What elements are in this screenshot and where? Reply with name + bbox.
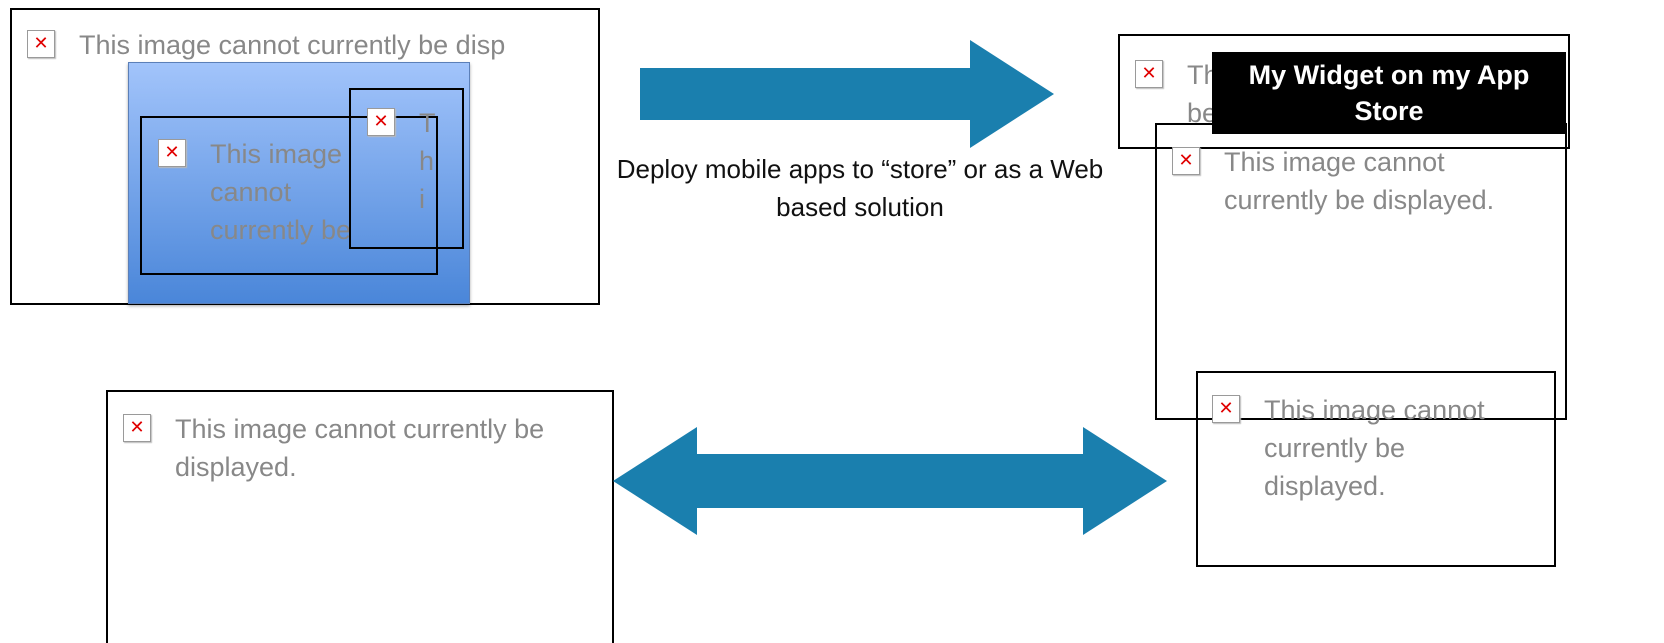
image-placeholder-inner-wide: ✕ This image cannot currently be xyxy=(158,135,368,250)
inner-frame-narrow xyxy=(349,88,464,249)
app-store-label: My Widget on my App Store xyxy=(1212,52,1566,134)
broken-image-icon: ✕ xyxy=(367,108,395,136)
broken-image-icon: ✕ xyxy=(123,414,151,442)
image-placeholder-right-tall: ✕ This image cannot currently be display… xyxy=(1172,143,1552,219)
image-placeholder-top-left: ✕ This image cannot currently be disp xyxy=(27,26,547,102)
double-arrow xyxy=(613,427,1167,535)
image-placeholder-right-bottom: ✕ This image cannot currently be display… xyxy=(1212,391,1532,506)
top-right-frame xyxy=(1118,34,1570,149)
top-left-frame xyxy=(10,8,600,305)
blue-panel xyxy=(128,62,470,304)
broken-image-icon: ✕ xyxy=(1135,60,1163,88)
bottom-left-frame xyxy=(106,390,614,643)
image-placeholder-inner-narrow: ✕ This xyxy=(367,104,447,219)
broken-image-icon: ✕ xyxy=(1172,147,1200,175)
broken-image-icon: ✕ xyxy=(1212,395,1240,423)
right-arrow xyxy=(640,40,1054,148)
deploy-caption: Deploy mobile apps to “store” or as a We… xyxy=(616,154,1104,222)
broken-image-icon: ✕ xyxy=(27,30,55,58)
inner-frame-wide xyxy=(140,116,438,275)
image-placeholder-bottom-left: ✕ This image cannot currently be display… xyxy=(123,410,593,486)
right-tall-frame xyxy=(1155,123,1567,420)
broken-image-icon: ✕ xyxy=(158,139,186,167)
right-bottom-frame xyxy=(1196,371,1556,567)
